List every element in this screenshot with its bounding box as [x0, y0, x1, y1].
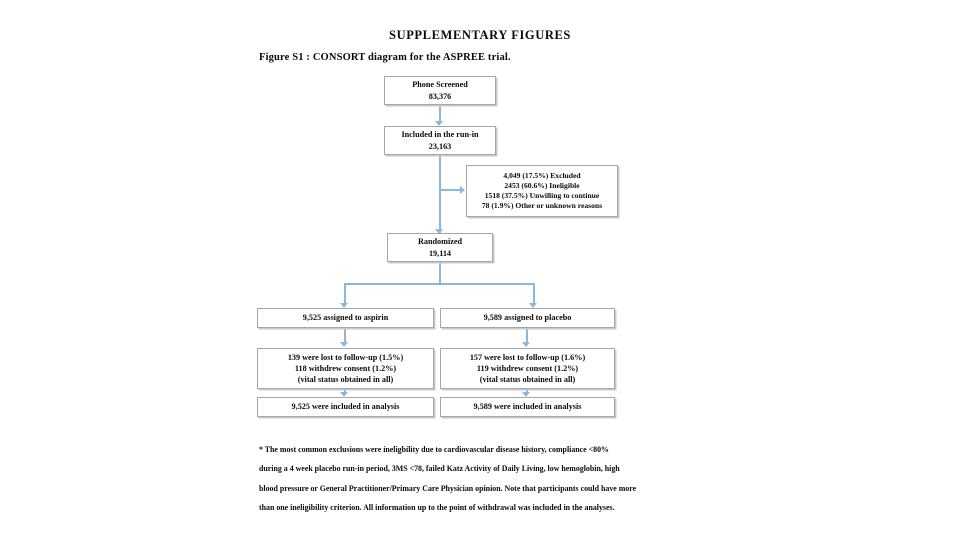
- connector-aspirin-to-analysis: [344, 389, 346, 394]
- arrowhead-into-aspirin-lost: [340, 342, 348, 347]
- footnote-line-1: * The most common exclusions were inelig…: [259, 445, 609, 454]
- footnote-line-3: blood pressure or General Practitioner/P…: [259, 483, 637, 493]
- node-lost-placebo-line3: (vital status obtained in all): [479, 375, 576, 385]
- node-lost-followup-placebo: 157 were lost to follow-up (1.6%) 119 wi…: [440, 348, 615, 389]
- node-lost-aspirin-line1: 139 were lost to follow-up (1.5%): [287, 352, 404, 362]
- node-lost-placebo-line2: 119 withdrew consent (1.2%): [476, 363, 579, 373]
- connector-randomized-stem: [439, 262, 441, 284]
- figure-caption: Figure S1 : CONSORT diagram for the ASPR…: [259, 52, 511, 63]
- connector-phone-to-runin: [439, 105, 441, 122]
- node-lost-placebo-line1: 157 were lost to follow-up (1.6%): [469, 352, 586, 362]
- footnote-line-2: during a 4 week placebo run-in period, 3…: [259, 464, 620, 474]
- arrowhead-into-aspirin-arm: [340, 303, 348, 308]
- node-analysis-aspirin: 9,525 were included in analysis: [257, 397, 434, 417]
- node-lost-followup-aspirin: 139 were lost to follow-up (1.5%) 118 wi…: [257, 348, 434, 389]
- node-randomized-value: 19,114: [428, 248, 452, 258]
- footnote: * The most common exclusions were inelig…: [259, 440, 711, 517]
- arrowhead-into-placebo-lost: [522, 342, 530, 347]
- node-analysis-placebo-label: 9,589 were included in analysis: [473, 402, 582, 412]
- arrowhead-into-placebo-analysis: [522, 392, 530, 397]
- node-excluded-total: 4,049 (17.5%) Excluded: [503, 170, 581, 180]
- connector-aspirin-to-lost: [344, 328, 346, 343]
- arrowhead-into-randomized: [435, 229, 443, 234]
- node-excluded-unwilling: 1518 (37.5%) Unwilling to continue: [484, 191, 600, 200]
- node-randomized: Randomized 19,114: [387, 233, 493, 262]
- node-lost-aspirin-line3: (vital status obtained in all): [297, 375, 394, 385]
- node-phone-screened-label: Phone Screened: [412, 80, 468, 90]
- node-assigned-placebo-label: 9,589 assigned to placebo: [483, 313, 572, 323]
- node-analysis-placebo: 9,589 were included in analysis: [440, 397, 615, 417]
- node-lost-aspirin-line2: 118 withdrew consent (1.2%): [294, 363, 397, 373]
- connector-randomization-split-bar: [344, 283, 535, 285]
- node-phone-screened-value: 83,376: [428, 91, 452, 101]
- arrowhead-into-aspirin-analysis: [340, 392, 348, 397]
- node-assigned-aspirin-label: 9,525 assigned to aspirin: [302, 313, 389, 323]
- arrowhead-into-runin: [435, 121, 443, 126]
- node-run-in-label: Included in the run-in: [401, 130, 479, 140]
- node-assigned-aspirin: 9,525 assigned to aspirin: [257, 308, 434, 328]
- page-title: SUPPLEMENTARY FIGURES: [389, 28, 571, 42]
- connector-placebo-to-analysis: [526, 389, 528, 394]
- node-randomized-label: Randomized: [417, 237, 463, 247]
- node-excluded-ineligible: 2453 (60.6%) Ineligible: [504, 180, 580, 190]
- node-analysis-aspirin-label: 9,525 were included in analysis: [291, 402, 400, 412]
- connector-to-placebo-arm: [533, 283, 535, 305]
- node-assigned-placebo: 9,589 assigned to placebo: [440, 308, 615, 328]
- arrowhead-into-placebo-arm: [529, 303, 537, 308]
- connector-runin-to-randomized: [439, 155, 441, 233]
- connector-runin-to-excluded: [440, 189, 461, 191]
- connector-placebo-to-lost: [526, 328, 528, 343]
- connector-to-aspirin-arm: [344, 283, 346, 305]
- node-run-in-value: 23,163: [428, 141, 452, 151]
- node-phone-screened: Phone Screened 83,376: [384, 76, 496, 105]
- node-included-run-in: Included in the run-in 23,163: [384, 126, 496, 155]
- footnote-line-4: than one ineligibility criterion. All in…: [259, 503, 615, 513]
- arrowhead-into-excluded: [460, 186, 465, 194]
- node-excluded: 4,049 (17.5%) Excluded 2453 (60.6%) Inel…: [466, 165, 618, 217]
- node-excluded-other: 78 (1.9%) Other or unknown reasons: [481, 201, 603, 211]
